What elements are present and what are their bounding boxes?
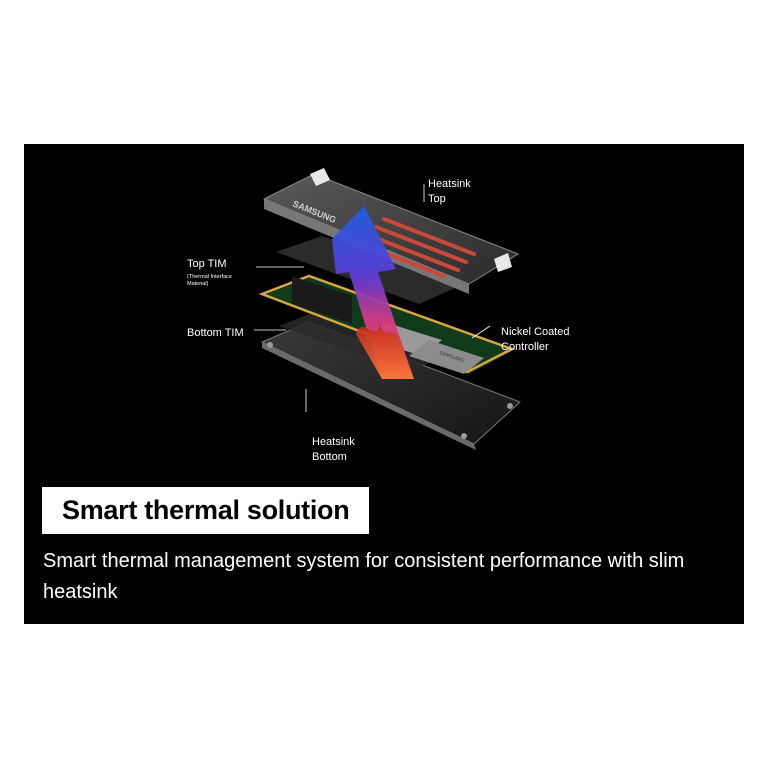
ssd-exploded-illustration: SAMSUNG SAMSUNG — [254, 168, 521, 450]
feature-description: Smart thermal management system for cons… — [43, 550, 685, 603]
feature-title-box: Smart thermal solution — [42, 487, 370, 534]
label-heatsink-top: Heatsink Top — [428, 178, 471, 205]
feature-panel: SAMSUNG SAMSUNG — [24, 144, 744, 624]
callout-leader-lines — [254, 184, 491, 412]
feature-title: Smart thermal solution — [62, 495, 350, 525]
label-top-tim: Top TIM — [187, 258, 227, 270]
label-heatsink-bottom: Heatsink Bottom — [312, 436, 355, 463]
label-bottom-tim: Bottom TIM — [187, 327, 244, 339]
heat-flow-arrow — [332, 206, 414, 379]
label-top-tim-sub: (Thermal Interface Material) — [187, 274, 232, 287]
label-nickel-controller: Nickel Coated Controller — [501, 326, 570, 353]
